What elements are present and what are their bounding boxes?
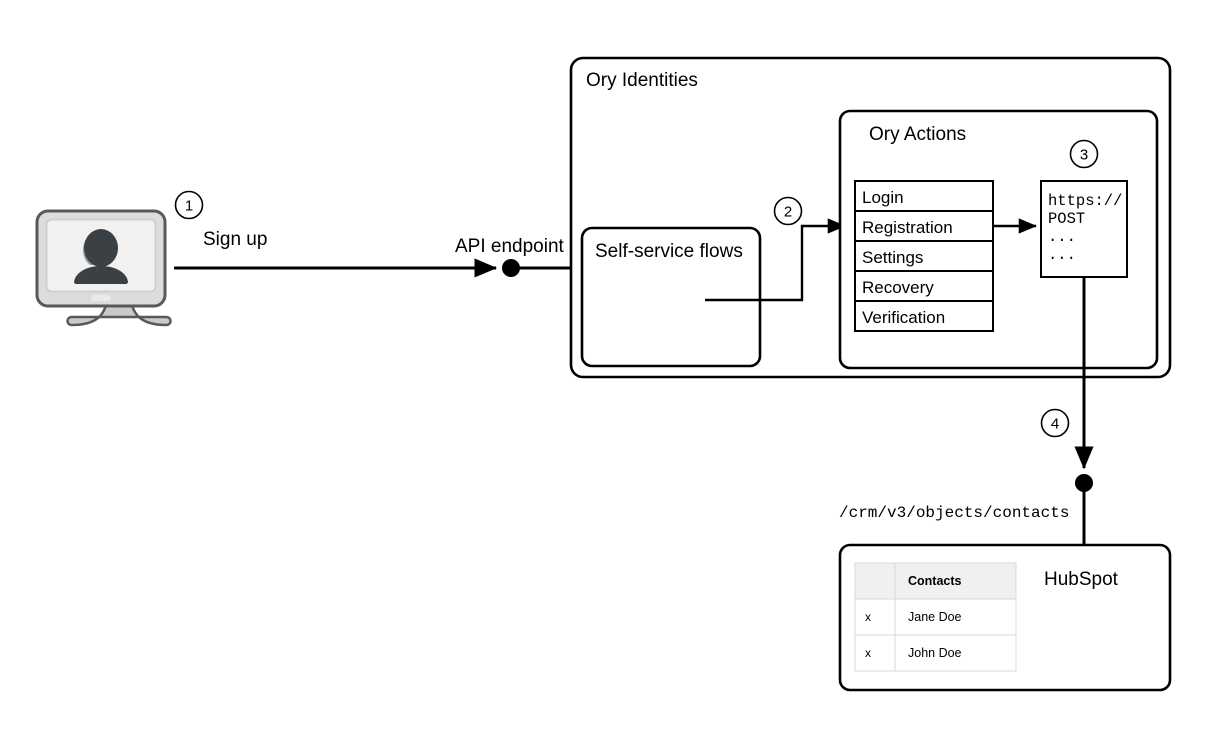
webhook-config-box [1040,180,1128,278]
flow-row-verification[interactable] [854,300,994,332]
webhook-line-3: ... [1048,228,1076,246]
step-badge-3-label: 3 [1080,147,1088,164]
table-row-2-name: John Doe [908,646,962,660]
table-row-2-name-cell[interactable] [894,634,1017,672]
contacts-table-header-contacts-label: Contacts [908,574,962,588]
flow-row-settings-label: Settings [862,248,923,267]
contacts-table-header-select [854,562,896,600]
step-badge-4: 4 [1040,408,1070,438]
contacts-table: Contacts x Jane Doe x John Doe [854,562,1017,672]
webhook-line-4: ... [1048,246,1076,264]
flow-row-login-label: Login [862,188,904,207]
sign-up-label: Sign up [203,229,267,250]
step-badge-4-label: 4 [1051,416,1059,433]
user-silhouette-icon [74,229,128,284]
api-endpoint-label: API endpoint [455,236,565,257]
crm-path-label: /crm/v3/objects/contacts [839,504,1069,522]
table-row-1-name: Jane Doe [908,610,962,624]
step-badge-2-label: 2 [784,204,792,221]
monitor-user-icon [35,209,172,327]
flow-row-registration-label: Registration [862,218,953,237]
edge-selfservice-to-registration [705,218,846,302]
table-row-1-select-cell[interactable] [854,598,896,636]
ory-actions-title-text: Ory Actions [869,124,966,145]
table-row-2-select-cell[interactable] [854,634,896,672]
webhook-line-1: https:// [1048,192,1122,210]
step-badge-1-label: 1 [185,198,193,215]
webhook-line-2: POST [1048,210,1085,228]
ory-identities-title: Ory Identities [586,70,698,91]
contacts-table-header-contacts [894,562,1017,600]
table-row-2-select-mark: x [865,646,871,660]
self-service-flows-title: Self-service flows [595,241,743,262]
ory-actions-flow-list: Login Registration Settings Recovery Ver… [854,180,994,332]
step-badge-2: 2 [773,196,803,226]
flow-row-recovery-label: Recovery [862,278,934,297]
table-row-1-select-mark: x [865,610,871,624]
table-row-1-name-cell[interactable] [894,598,1017,636]
flow-row-verification-label: Verification [862,308,945,327]
hubspot-title: HubSpot [1044,569,1119,590]
step-badge-1: 1 [174,190,204,220]
step-badge-3: 3 [1069,139,1099,169]
self-service-flows-box [580,226,762,368]
